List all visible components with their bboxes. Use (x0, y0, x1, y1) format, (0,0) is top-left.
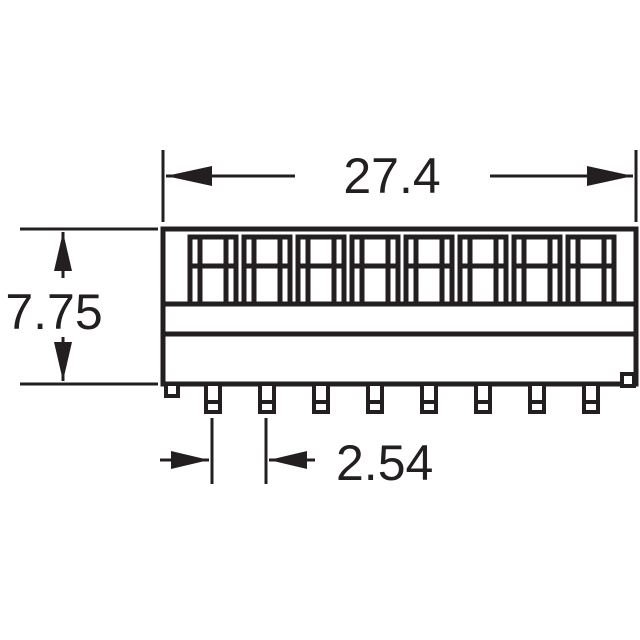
width-arrowhead-right (587, 166, 633, 186)
switch-slots (187, 234, 617, 307)
switch-actuator (359, 234, 391, 307)
switch-slot (349, 234, 401, 307)
switch-slot (187, 234, 239, 307)
switch-actuator (521, 234, 553, 307)
switch-slot (457, 234, 509, 307)
pitch-label: 2.54 (336, 435, 433, 491)
standoff (620, 372, 636, 388)
pin (420, 382, 438, 414)
switch-actuator (197, 234, 229, 307)
switch-slot-frame (241, 234, 293, 307)
switch-actuator (251, 234, 283, 307)
switch-slot-frame (349, 234, 401, 307)
switch-slot (511, 234, 563, 307)
pitch-arrowhead-right (269, 451, 307, 469)
switch-slot-frame (187, 234, 239, 307)
switch-slot-frame (295, 234, 347, 307)
pin (582, 382, 600, 414)
switch-actuator (305, 234, 337, 307)
pin (366, 382, 384, 414)
pin (258, 382, 276, 414)
switch-slot (403, 234, 455, 307)
switch-slot-frame (565, 234, 617, 307)
height-arrowhead-bottom (54, 342, 72, 381)
switch-slot (295, 234, 347, 307)
switch-slot (241, 234, 293, 307)
switch-pins (164, 372, 636, 414)
pitch-arrowhead-left (171, 451, 209, 469)
height-label: 7.75 (5, 284, 102, 340)
switch-slot (565, 234, 617, 307)
pin (474, 382, 492, 414)
switch-actuator (467, 234, 499, 307)
height-arrowhead-top (54, 232, 72, 271)
switch-slot-frame (457, 234, 509, 307)
pitch-dimension (160, 418, 315, 484)
height-dimension (20, 227, 158, 386)
pin (528, 382, 546, 414)
width-label: 27.4 (343, 148, 440, 204)
standoff (164, 382, 180, 398)
pin (312, 382, 330, 414)
switch-slot-frame (511, 234, 563, 307)
width-arrowhead-left (166, 166, 212, 186)
switch-slot-frame (403, 234, 455, 307)
switch-actuator (575, 234, 607, 307)
switch-actuator (413, 234, 445, 307)
pin (204, 382, 222, 414)
width-dimension (161, 150, 638, 222)
